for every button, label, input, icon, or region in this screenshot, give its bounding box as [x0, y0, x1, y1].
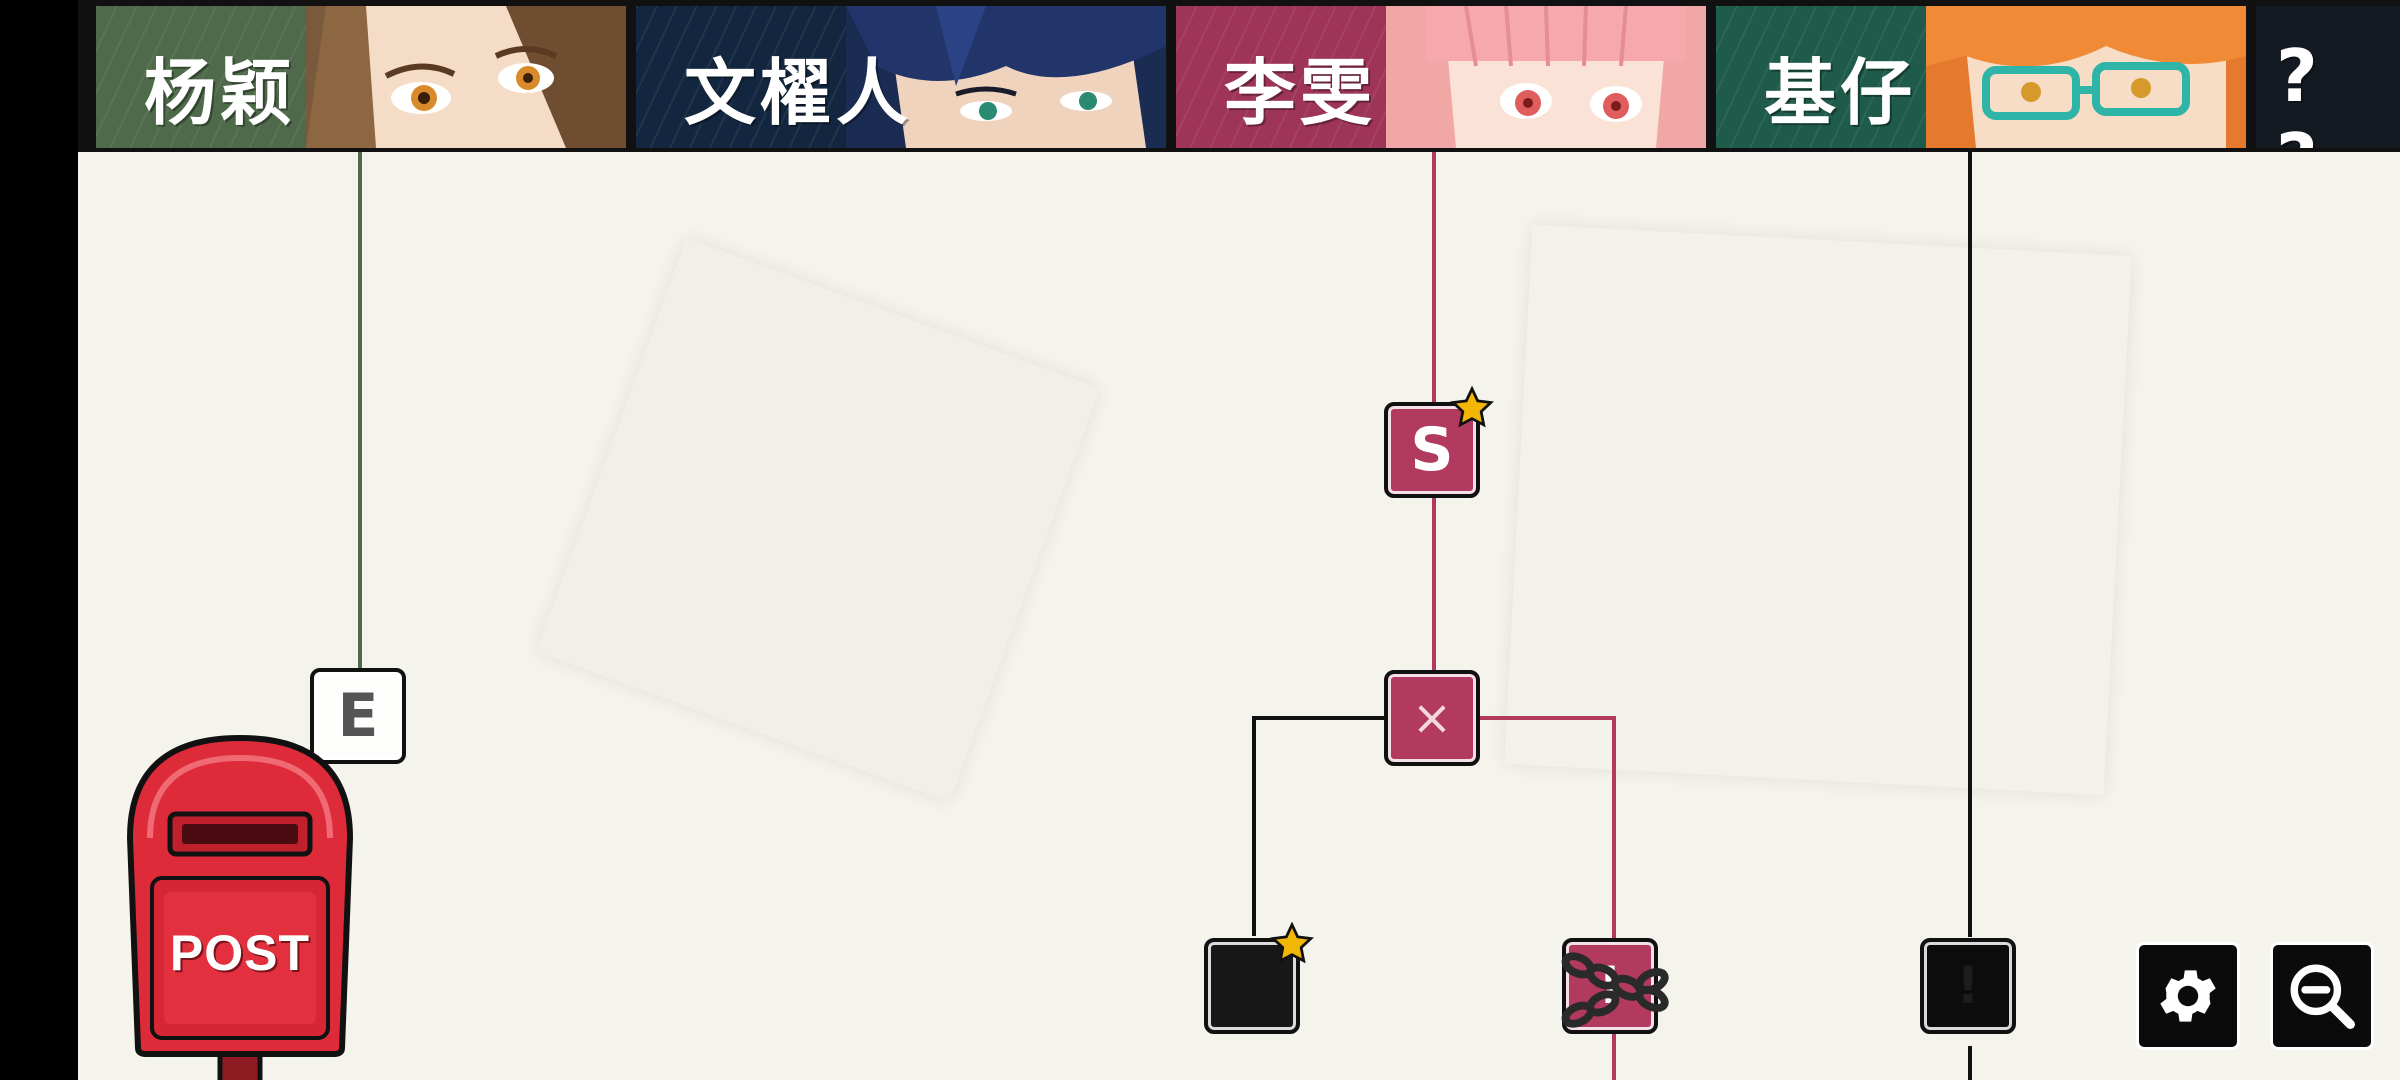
character-name: ? ?: [2276, 34, 2328, 148]
character-name: 基仔: [1764, 51, 1917, 135]
mailbox-label: POST: [169, 925, 311, 981]
tab-character-unknown[interactable]: ? ?: [2256, 6, 2400, 148]
mailbox-post[interactable]: POST: [120, 728, 360, 1080]
tab-character-liwen[interactable]: 李雯: [1176, 6, 1706, 148]
character-portrait: [1926, 6, 2246, 148]
mailbox-icon: [126, 734, 354, 1080]
star-icon: [1450, 386, 1494, 428]
node-label: S: [1410, 415, 1454, 485]
node-e[interactable]: E: [310, 668, 406, 764]
background-paper: [536, 238, 1100, 802]
settings-button[interactable]: [2136, 942, 2240, 1050]
route-line-green: [358, 152, 362, 674]
character-name: 文櫂人: [684, 51, 913, 135]
node-label: ×: [1411, 690, 1453, 746]
route-branch-black: [1252, 716, 1392, 720]
route-line-black-tail: [1968, 1046, 1972, 1080]
tab-character-yangying[interactable]: 杨颖: [96, 6, 626, 148]
star-icon: [1270, 922, 1314, 964]
node-label: E: [337, 681, 379, 751]
tab-character-jizai[interactable]: 基仔: [1716, 6, 2246, 148]
gear-icon: [2160, 970, 2216, 1022]
route-line-black: [1968, 152, 1972, 937]
zoom-out-button[interactable]: [2270, 942, 2374, 1050]
node-label: !: [1956, 956, 1980, 1016]
route-branch-pink-down: [1612, 716, 1616, 1080]
route-branch-black-down: [1252, 716, 1256, 936]
character-portrait: [846, 6, 1166, 148]
tab-character-wenzhaoren[interactable]: 文櫂人: [636, 6, 1166, 148]
game-stage: 杨颖 文櫂人: [78, 0, 2400, 1080]
character-portrait: [1386, 6, 1706, 148]
character-name: 杨颖: [144, 51, 297, 135]
character-name: 李雯: [1224, 51, 1377, 135]
background-paper: [1504, 224, 2132, 796]
node-locked[interactable]: !: [1561, 938, 1669, 1034]
node-black-star[interactable]: [1204, 922, 1314, 1034]
character-portrait: [306, 6, 626, 148]
zoom-out-icon: [2290, 964, 2355, 1029]
chain-lock-icon: [1561, 952, 1669, 1028]
character-tab-bar: 杨颖 文櫂人: [78, 0, 2400, 152]
node-x[interactable]: ×: [1384, 670, 1480, 766]
node-exclaim[interactable]: !: [1920, 938, 2016, 1034]
node-s[interactable]: S: [1384, 386, 1494, 498]
route-branch-pink: [1480, 716, 1616, 720]
